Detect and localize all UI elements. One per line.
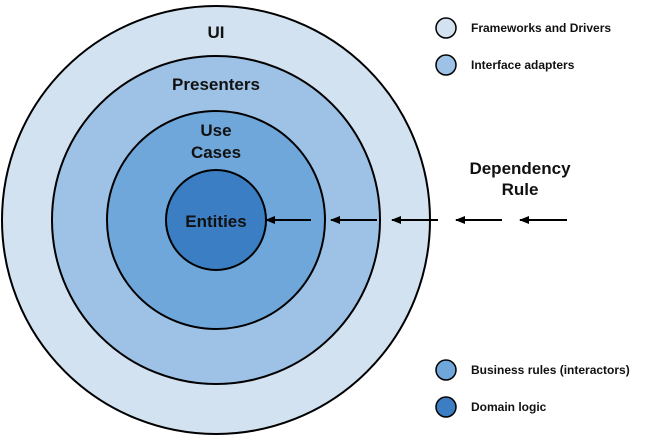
legend-label-business: Business rules (interactors)	[471, 363, 630, 377]
dependency-rule-subtitle: Rule	[502, 180, 539, 199]
ring-label-use: Use	[200, 121, 231, 140]
ring-label-presenters: Presenters	[172, 75, 260, 94]
ring-label-cases: Cases	[191, 143, 241, 162]
legend-label-interface: Interface adapters	[471, 58, 575, 72]
legend-swatch-interface	[435, 54, 457, 76]
legend-label-domain: Domain logic	[471, 400, 547, 414]
ring-label-entities: Entities	[185, 212, 246, 231]
legend-swatch-frameworks	[435, 17, 457, 39]
legend-label-frameworks: Frameworks and Drivers	[471, 21, 611, 35]
ring-label-ui: UI	[208, 23, 225, 42]
legend: Frameworks and Drivers Interface adapter…	[435, 17, 630, 418]
legend-swatch-domain	[435, 396, 457, 418]
legend-swatch-business	[435, 359, 457, 381]
dependency-rule-title: Dependency	[469, 159, 571, 178]
